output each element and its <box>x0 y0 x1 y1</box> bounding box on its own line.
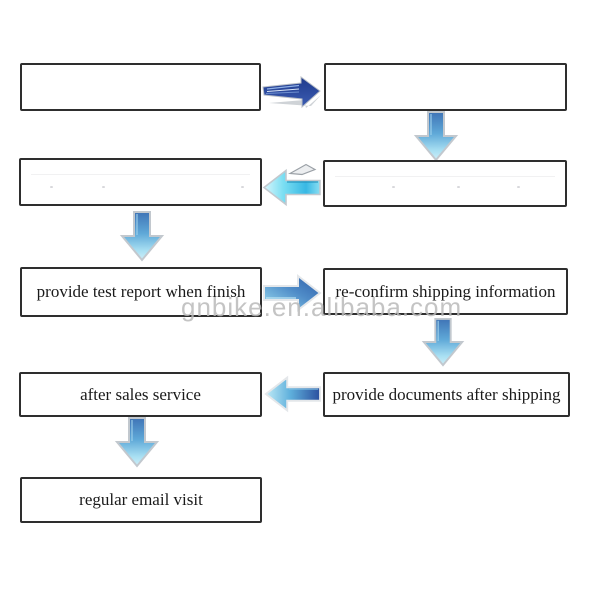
flow-step-9: regular email visit <box>20 477 262 523</box>
flow-step-8-label: after sales service <box>80 384 201 404</box>
flow-step-2 <box>324 63 567 111</box>
arrow-down-icon <box>118 209 166 263</box>
flow-step-6: re-confirm shipping information <box>323 268 568 315</box>
arrow-down-icon <box>419 317 467 367</box>
flow-step-6-label: re-confirm shipping information <box>335 281 556 301</box>
arrow-down-icon <box>113 416 161 468</box>
erased-text-artifact <box>240 186 244 189</box>
flow-step-5: provide test report when finish <box>20 267 262 317</box>
arrow-left-icon <box>260 161 324 210</box>
flow-step-8: after sales service <box>19 372 262 417</box>
erased-text-artifact <box>457 185 460 188</box>
arrow-left-icon <box>264 374 322 414</box>
erased-text-artifact <box>102 185 106 188</box>
flow-step-4 <box>19 158 262 206</box>
arrow-right-icon <box>261 76 323 112</box>
erased-text-artifact <box>392 185 396 188</box>
flow-step-9-label: regular email visit <box>79 490 203 509</box>
arrow-down-icon <box>412 110 460 162</box>
arrow-right-icon <box>262 273 322 313</box>
erased-text-artifact <box>49 186 53 189</box>
flow-step-7: provide documents after shipping <box>323 372 570 417</box>
erased-text-artifact <box>517 185 520 188</box>
erased-text-artifact <box>334 175 556 177</box>
erased-text-artifact <box>30 174 251 176</box>
flow-step-1 <box>20 63 261 111</box>
flow-step-3 <box>323 160 567 207</box>
flow-step-7-label: provide documents after shipping <box>332 384 561 404</box>
flow-step-5-label: provide test report when finish <box>36 282 246 301</box>
